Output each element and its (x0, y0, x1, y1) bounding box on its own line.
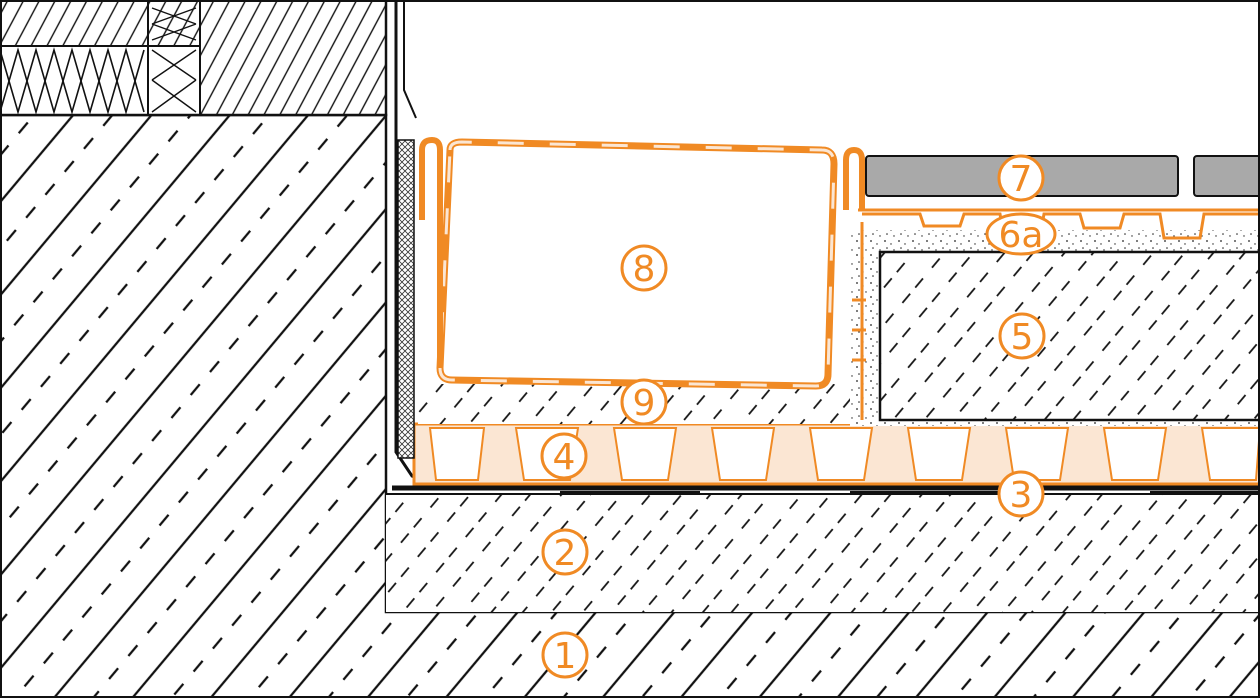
profile-strip (852, 208, 1260, 420)
callout-7-label: 7 (1010, 159, 1033, 200)
callout-3-label: 3 (1010, 475, 1033, 516)
callout-7: 7 (997, 154, 1045, 202)
callout-1: 1 (541, 631, 589, 679)
callout-8: 8 (620, 244, 668, 292)
callout-5: 5 (998, 312, 1046, 360)
callout-6a: 6a (985, 212, 1057, 256)
callout-6a-label: 6a (999, 215, 1044, 256)
callout-4: 4 (540, 432, 588, 480)
wall-insulation-layers (0, 0, 388, 117)
callout-5-label: 5 (1011, 317, 1034, 358)
callout-9-label: 9 (633, 383, 656, 424)
screed-layer (386, 493, 1260, 612)
edge-strip (397, 139, 415, 459)
floor-tiles (865, 155, 1260, 197)
insulation-block (850, 230, 1260, 426)
callout-2: 2 (541, 528, 589, 576)
callout-4-label: 4 (553, 437, 576, 478)
callout-2-label: 2 (554, 533, 577, 574)
callout-3: 3 (997, 470, 1045, 518)
callout-1-label: 1 (554, 636, 577, 677)
concrete-structure (0, 113, 1260, 698)
callout-8-label: 8 (633, 249, 656, 290)
callout-9: 9 (620, 378, 668, 426)
